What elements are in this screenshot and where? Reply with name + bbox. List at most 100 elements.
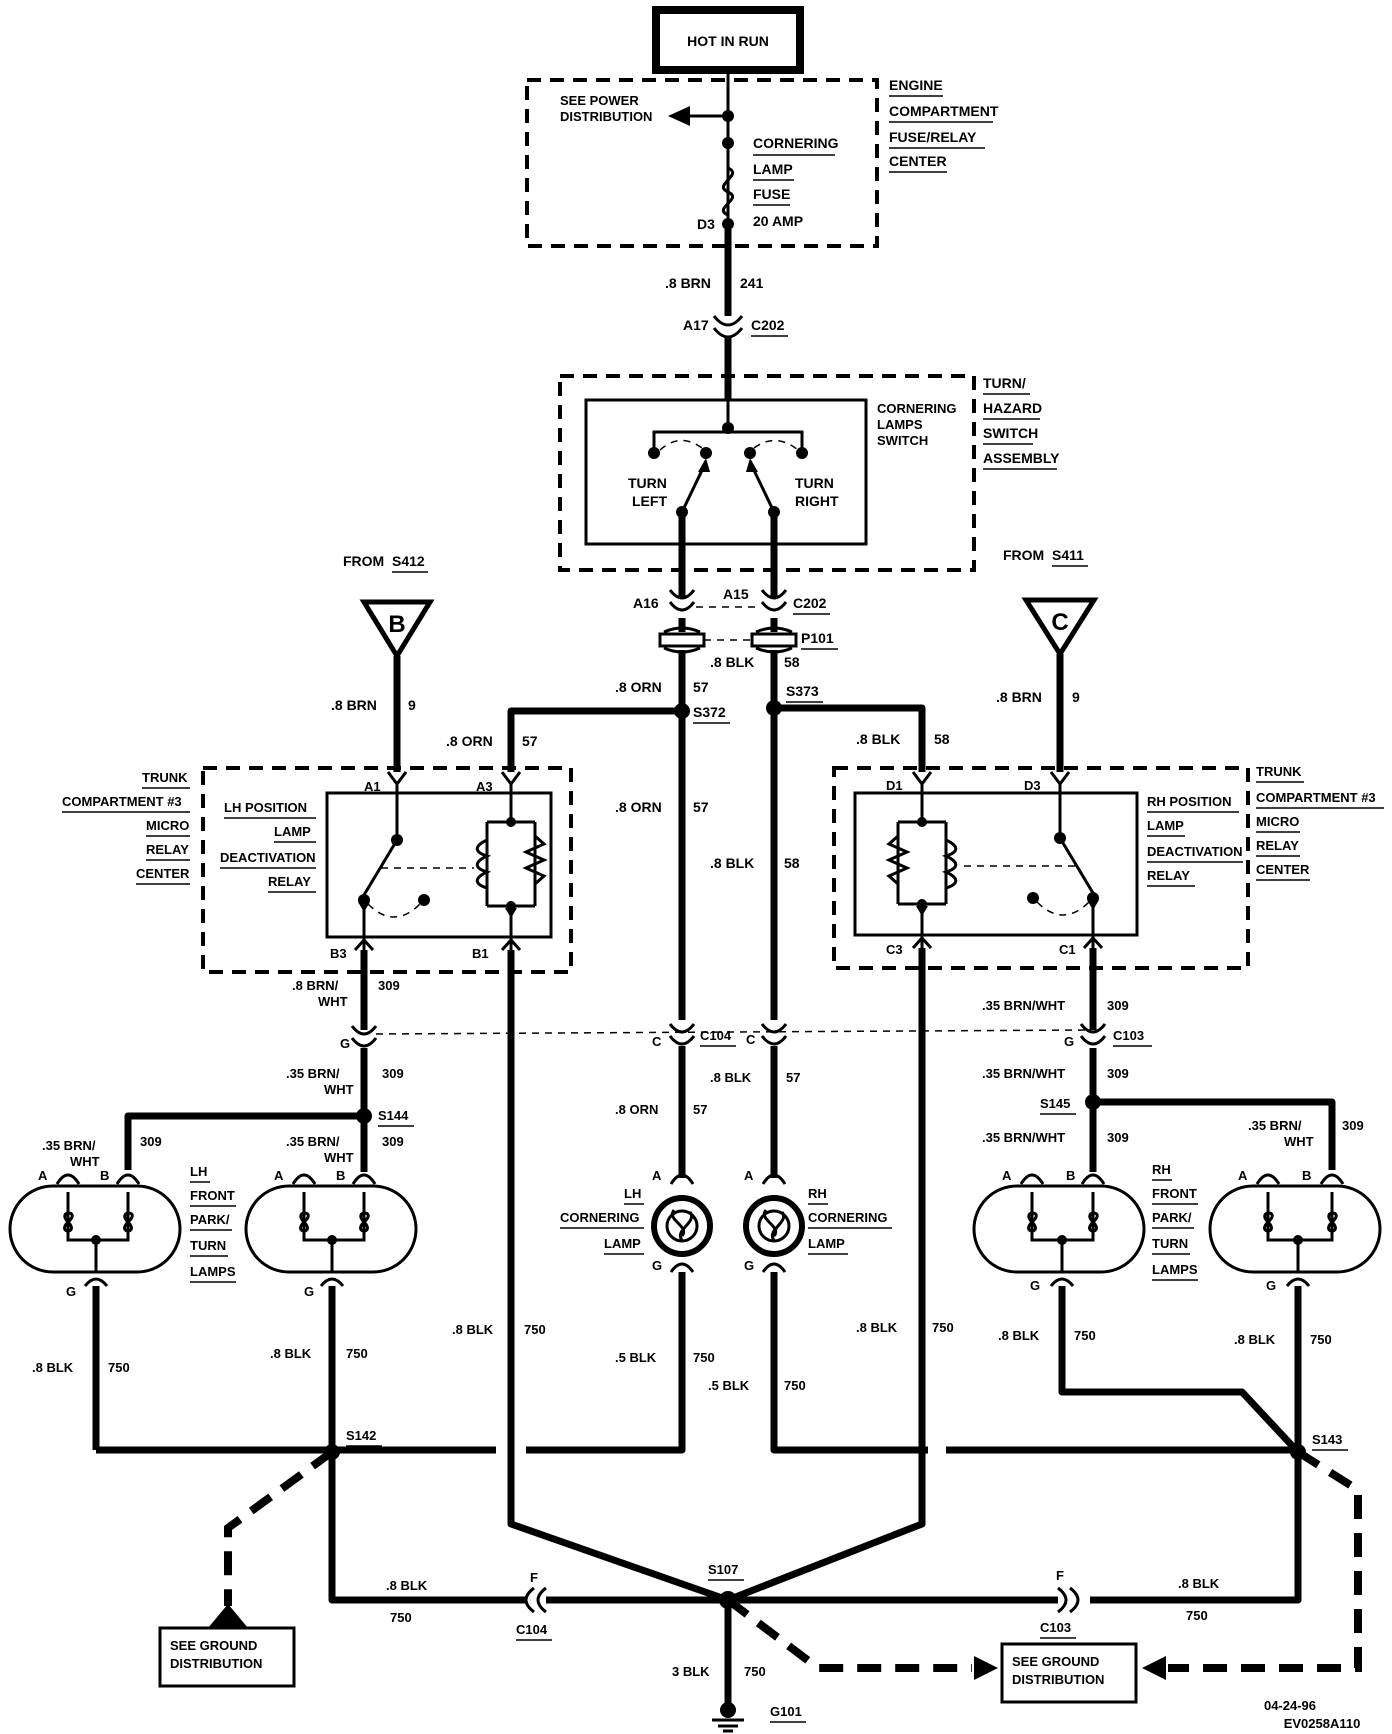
see-ground-left: SEE GROUND DISTRIBUTION	[158, 1626, 296, 1688]
lh-center-line1: TRUNK	[142, 770, 188, 785]
c103-bottom-pin-f: F	[1056, 1568, 1064, 1583]
fuse-name-line3: FUSE	[753, 186, 790, 202]
from-s412: FROM S412 B	[343, 553, 435, 661]
c104-pin-c-right: C	[746, 1032, 756, 1047]
rh-corner-label-2: CORNERING	[808, 1210, 887, 1225]
lh-corner-pin-g: G	[652, 1258, 662, 1273]
c104-center-connector: C C C104	[652, 1023, 788, 1049]
rh-relay-name-3: DEACTIVATION	[1147, 844, 1243, 859]
orn57-a-circuit: 57	[693, 679, 709, 695]
rh-center-line2: COMPARTMENT #3	[1256, 790, 1376, 805]
blk58-b-circuit: 58	[784, 855, 800, 871]
s107-label: S107	[708, 1562, 738, 1577]
p101-connector: P101 .8 BLK 58	[658, 626, 838, 670]
hot-in-run-box: HOT IN RUN	[652, 6, 804, 74]
lh-relay-name-2: LAMP	[274, 824, 311, 839]
rh-center-line3: MICRO	[1256, 814, 1299, 829]
fuse-name-line2: LAMP	[753, 161, 793, 177]
wire-750-s143-down	[1090, 1452, 1302, 1604]
wire-750-rh-inner	[1058, 1286, 1301, 1455]
brnwht-l3-circuit: 309	[140, 1134, 162, 1149]
orn57-a-gauge: .8 ORN	[615, 679, 662, 695]
rh-center-line1: TRUNK	[1256, 764, 1302, 779]
rh-pin-d3: D3	[1024, 778, 1041, 793]
blk58-a-gauge: .8 BLK	[856, 731, 900, 747]
c202-top-conn: C202	[751, 317, 785, 333]
from-s411: FROM S411 C	[1003, 547, 1099, 659]
rh-front-label-1: RH	[1152, 1162, 1171, 1177]
from-right-letter: C	[1051, 609, 1068, 636]
g-l2-circuit: 750	[346, 1346, 368, 1361]
g-c2-gauge: .5 BLK	[708, 1378, 750, 1393]
rh-lamp2-pin-a: A	[1238, 1168, 1248, 1183]
lh-pin-b3: B3	[330, 946, 347, 961]
s142-label: S142	[346, 1428, 376, 1443]
fuse-pin: D3	[697, 216, 715, 232]
switch-assembly-line2: HAZARD	[983, 400, 1042, 416]
brnwht-l1-circuit: 309	[378, 978, 400, 993]
c202-pin-a15: A15	[723, 586, 749, 602]
lh-relay-name-3: DEACTIVATION	[220, 850, 316, 865]
orn57-c-circuit: 57	[693, 799, 709, 815]
lh-lamp1-pin-a: A	[38, 1168, 48, 1183]
orn57-c-gauge: .8 ORN	[615, 799, 662, 815]
brnwht-l2-gauge-1: .35 BRN/	[286, 1066, 340, 1081]
rh-corner-pin-g: G	[744, 1258, 754, 1273]
rh-lamp1-pin-g: G	[1030, 1278, 1040, 1293]
lh-corner-label-3: LAMP	[604, 1236, 641, 1251]
brnwht-r2-circuit: 309	[1107, 1066, 1129, 1081]
c202-top-connector: A17 C202	[683, 315, 788, 339]
p101-circuit: 58	[784, 654, 800, 670]
wire-750-lh-relay	[507, 950, 730, 1604]
brnwht-r4-gauge-1: .35 BRN/	[1248, 1118, 1302, 1133]
rh-lamp1-pin-a: A	[1002, 1168, 1012, 1183]
brnwht-r4-gauge-2: WHT	[1284, 1134, 1314, 1149]
lh-center-line2: COMPARTMENT #3	[62, 794, 182, 809]
fuse-center-line3: FUSE/RELAY	[889, 129, 977, 145]
lh-front-label-5: LAMPS	[190, 1264, 236, 1279]
switch-name-line2: LAMPS	[877, 417, 923, 432]
c103-bottom-label: C103	[1040, 1620, 1071, 1635]
see-power-line2: DISTRIBUTION	[560, 109, 652, 124]
wire-241-circuit: 241	[740, 275, 764, 291]
rh-relay-name-2: LAMP	[1147, 818, 1184, 833]
switch-assembly-line4: ASSEMBLY	[983, 450, 1060, 466]
c103-mid-label: C103	[1113, 1028, 1144, 1043]
rh-pin-c3: C3	[886, 942, 903, 957]
switch-name-line3: SWITCH	[877, 433, 928, 448]
g-bl-gauge: .8 BLK	[386, 1578, 428, 1593]
brnwht-l2-gauge-2: WHT	[324, 1082, 354, 1097]
c104-bottom-label: C104	[516, 1622, 548, 1637]
g-r3-gauge: .8 BLK	[998, 1328, 1040, 1343]
lh-lamp2-pin-a: A	[274, 1168, 284, 1183]
rh-lamp1-pin-b: B	[1066, 1168, 1075, 1183]
rh-cornering-lamp: A G RH CORNERING LAMP	[743, 1168, 892, 1273]
switch-assembly-line1: TURN/	[983, 375, 1026, 391]
g-r3-circuit: 750	[1074, 1328, 1096, 1343]
brnwht-r4-circuit: 309	[1342, 1118, 1364, 1133]
rh-pin-c1: C1	[1059, 942, 1076, 957]
lh-center-line3: MICRO	[146, 818, 189, 833]
wire-750-rh-corner	[770, 1272, 928, 1454]
c103-bottom-connector: F C103	[1040, 1568, 1080, 1639]
s145-label: S145	[1040, 1096, 1070, 1111]
fuse-center-line1: ENGINE	[889, 77, 943, 93]
brnwht-l4-circuit: 309	[382, 1134, 404, 1149]
ground-right-line1: SEE GROUND	[1012, 1654, 1099, 1669]
wire-309-lh-outer	[124, 1112, 364, 1170]
g-l2-gauge: .8 BLK	[270, 1346, 312, 1361]
turn-left-line1: TURN	[628, 475, 667, 491]
brnwht-r3-circuit: 309	[1107, 1130, 1129, 1145]
brnwht-l3-gauge-2: WHT	[70, 1154, 100, 1169]
lh-lamp1-pin-b: B	[100, 1168, 109, 1183]
turn-hazard-switch-assembly: TURN LEFT TURN RIGHT CORNERING LAMPS SWI…	[558, 374, 1060, 572]
c104-g-lh-pin: G	[340, 1036, 350, 1051]
g-c1-circuit: 750	[693, 1350, 715, 1365]
brnwht-r2-gauge: .35 BRN/WHT	[982, 1066, 1065, 1081]
brnwht-l1-gauge-1: .8 BRN/	[292, 978, 339, 993]
from-right-text: FROM	[1003, 547, 1044, 563]
wire-750-s142-down	[328, 1452, 526, 1604]
lh-front-lamp-inner: A B G	[244, 1168, 418, 1299]
